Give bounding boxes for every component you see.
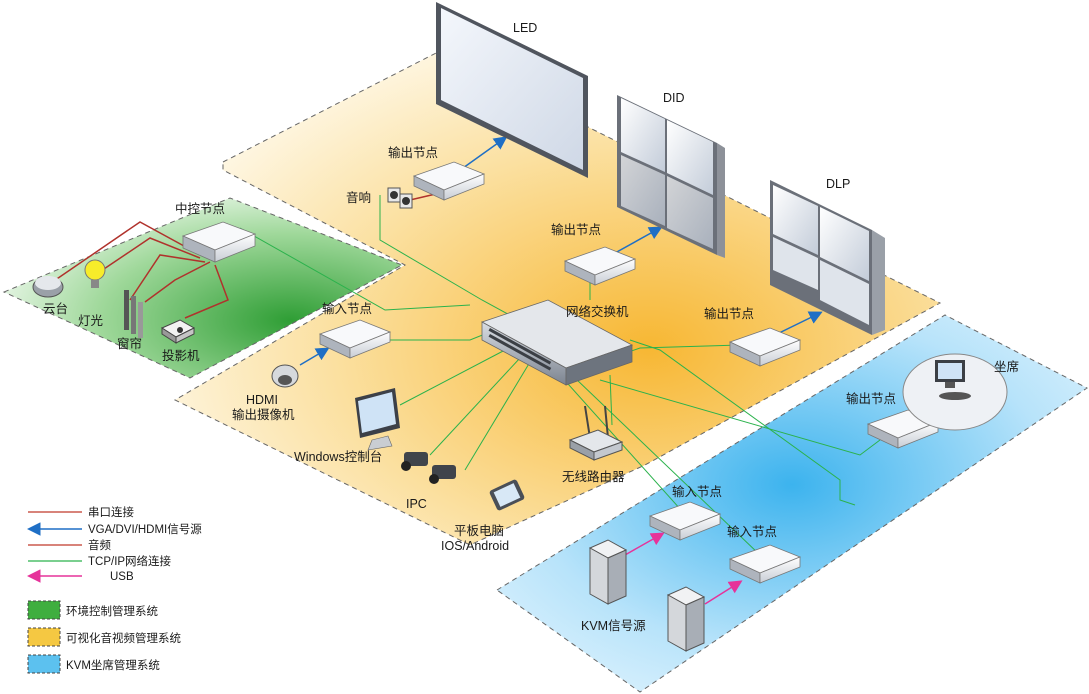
- speaker-icon: [387, 187, 413, 209]
- windows-console-monitor[interactable]: [355, 388, 400, 451]
- projector-icon: [160, 319, 196, 344]
- ipc-camera-icon: [401, 452, 456, 484]
- tablet-label-line1: 平板电脑: [454, 524, 504, 538]
- input-node-box-1[interactable]: [318, 319, 392, 359]
- output-node-label-1: 输出节点: [388, 145, 438, 160]
- kvm-source-label: KVM信号源: [581, 619, 646, 633]
- input-node-box-2[interactable]: [648, 501, 722, 541]
- svg-text:可视化音视频管理系统: 可视化音视频管理系统: [66, 631, 181, 645]
- svg-text:串口连接: 串口连接: [88, 505, 134, 519]
- ptz-camera-icon: [32, 276, 64, 298]
- legend-line-usb: USB: [27, 569, 134, 583]
- input-node-label-1: 输入节点: [322, 301, 372, 316]
- legend-zone-environment: 环境控制管理系统: [27, 600, 158, 620]
- legend-line-serial: 串口连接: [28, 505, 134, 519]
- input-node-label-3: 输入节点: [727, 524, 777, 539]
- central-node-label: 中控节点: [175, 201, 225, 216]
- light-label: 灯光: [78, 314, 103, 328]
- led-wall: [436, 2, 588, 178]
- legend-line-tcpip: TCP/IP网络连接: [28, 554, 172, 568]
- seat-desk[interactable]: [902, 353, 1008, 431]
- audio-label: 音响: [346, 190, 371, 205]
- router-icon: [568, 405, 624, 461]
- svg-text:音频: 音频: [88, 538, 111, 552]
- curtain-icon: [124, 290, 143, 338]
- output-node-label-2: 输出节点: [551, 222, 601, 237]
- output-node-box-1[interactable]: [412, 161, 486, 201]
- legend-line-audio: 音频: [28, 538, 111, 552]
- ptz-label: 云台: [43, 301, 68, 316]
- svg-text:TCP/IP网络连接: TCP/IP网络连接: [88, 554, 172, 568]
- camera-label-line1: HDMI: [246, 393, 278, 407]
- output-node-box-3[interactable]: [728, 327, 802, 367]
- legend-line-video: VGA/DVI/HDMI信号源: [27, 522, 202, 536]
- network-switch[interactable]: [481, 299, 633, 386]
- central-node-box[interactable]: [181, 221, 257, 263]
- switch-label: 网络交换机: [566, 304, 629, 319]
- output-node-box-2[interactable]: [563, 246, 637, 286]
- legend-zone-kvm: KVM坐席管理系统: [27, 654, 160, 674]
- tablet-icon: [489, 479, 525, 511]
- kvm-server-2: [666, 586, 706, 652]
- ipc-label: IPC: [406, 497, 427, 511]
- legend-zone-av: 可视化音视频管理系统: [27, 627, 181, 647]
- svg-text:KVM坐席管理系统: KVM坐席管理系统: [66, 658, 160, 672]
- dlp-wall: [770, 180, 885, 335]
- output-node-label-3: 输出节点: [704, 306, 754, 321]
- svg-text:环境控制管理系统: 环境控制管理系统: [66, 604, 158, 618]
- projector-label: 投影机: [162, 348, 200, 363]
- input-node-box-3[interactable]: [728, 544, 802, 584]
- did-wall: [617, 95, 725, 258]
- output-node-label-4: 输出节点: [846, 391, 896, 406]
- curtain-label: 窗帘: [117, 336, 142, 351]
- camera-label-line2: 输出摄像机: [232, 407, 295, 422]
- router-label: 无线路由器: [562, 469, 625, 484]
- seat-label: 坐席: [994, 359, 1019, 374]
- svg-text:USB: USB: [110, 571, 134, 583]
- light-bulb-icon: [84, 259, 106, 288]
- tablet-label-line2: IOS/Android: [441, 539, 509, 553]
- kvm-server-1: [588, 539, 628, 605]
- legend: 串口连接 VGA/DVI/HDMI信号源 音频 TCP/IP网络连接 USB 环…: [27, 505, 202, 674]
- input-node-label-2: 输入节点: [672, 484, 722, 499]
- dlp-label: DLP: [826, 177, 850, 191]
- tcpip-lines: [239, 195, 881, 556]
- dome-camera-icon: [271, 364, 299, 388]
- led-label: LED: [513, 21, 537, 35]
- windows-console-label: Windows控制台: [294, 449, 382, 464]
- svg-text:VGA/DVI/HDMI信号源: VGA/DVI/HDMI信号源: [88, 522, 202, 536]
- usb-lines: [624, 532, 743, 605]
- did-label: DID: [663, 91, 685, 105]
